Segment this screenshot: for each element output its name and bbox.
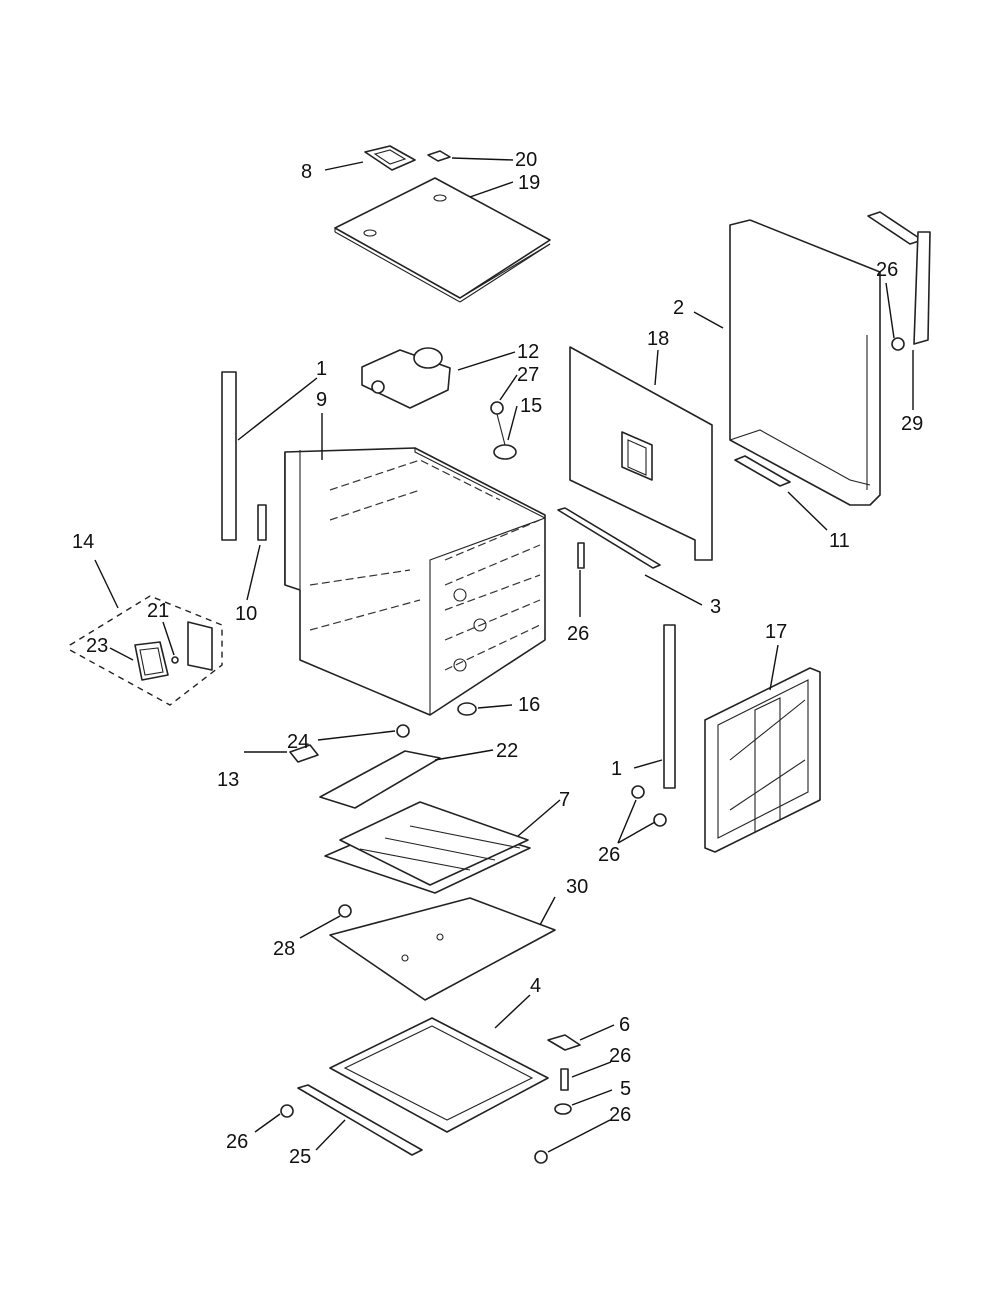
part-30-plate (329, 897, 556, 1001)
part-5-nut (554, 1103, 572, 1115)
callout-labels: 8 20 19 26 2 18 12 27 15 1 9 29 11 14 21… (72, 149, 923, 1168)
callout-21: 21 (147, 600, 169, 622)
leader-lines (94, 157, 914, 1153)
part-11-strip (734, 455, 791, 487)
callout-26: 26 (876, 259, 898, 281)
callout-28: 28 (273, 938, 295, 960)
callout-26: 26 (609, 1045, 631, 1067)
part-17-inner-door (704, 667, 821, 853)
part-10-strip (257, 504, 267, 541)
callout-2: 2 (673, 297, 684, 319)
callout-1: 1 (611, 758, 622, 780)
callout-24: 24 (287, 731, 309, 753)
part-8-bracket (364, 145, 416, 171)
part-3-rail (557, 507, 661, 569)
callout-25: 25 (289, 1146, 311, 1168)
callout-30: 30 (566, 876, 588, 898)
part-7-burner-tray (324, 801, 531, 894)
part-1-side-bracket-right (663, 624, 676, 789)
callout-19: 19 (518, 172, 540, 194)
part-15-fan-blade (493, 413, 517, 460)
callout-26: 26 (598, 844, 620, 866)
part-2-rear-shroud (729, 219, 881, 506)
part-4-frame (329, 1017, 549, 1133)
callout-14: 14 (72, 531, 94, 553)
part-25-rail (297, 1084, 423, 1156)
part-6-bracket (547, 1034, 581, 1051)
callout-22: 22 (496, 740, 518, 762)
part-14-kit (69, 595, 223, 706)
part-19-top-panel (334, 177, 551, 303)
part-29-side-trim (867, 211, 931, 345)
callout-9: 9 (316, 389, 327, 411)
callout-29: 29 (901, 413, 923, 435)
part-24-bolt (396, 724, 410, 738)
part-27-bolt (490, 401, 504, 415)
callout-20: 20 (515, 149, 537, 171)
callout-18: 18 (647, 328, 669, 350)
callout-15: 15 (520, 395, 542, 417)
part-12-fan-motor (361, 347, 451, 409)
callout-26: 26 (567, 623, 589, 645)
part-16-grommet (457, 702, 477, 716)
callout-12: 12 (517, 341, 539, 363)
part-1-side-bracket-left (221, 371, 237, 541)
callout-16: 16 (518, 694, 540, 716)
callout-5: 5 (620, 1078, 631, 1100)
part-20-clip (427, 150, 451, 162)
callout-17: 17 (765, 621, 787, 643)
callout-23: 23 (86, 635, 108, 657)
part-18-rear-panel (569, 346, 713, 561)
callout-4: 4 (530, 975, 541, 997)
callout-8: 8 (301, 161, 312, 183)
part-22-cover (319, 750, 441, 809)
callout-1: 1 (316, 358, 327, 380)
callout-13: 13 (217, 769, 239, 791)
callout-10: 10 (235, 603, 257, 625)
part-26-fasteners (280, 337, 905, 1164)
callout-3: 3 (710, 596, 721, 618)
part-28-screw (338, 904, 352, 918)
part-13-clip (289, 744, 319, 763)
callout-11: 11 (829, 530, 850, 552)
part-9-oven-cavity (284, 447, 546, 716)
callout-26: 26 (609, 1104, 631, 1126)
callout-26: 26 (226, 1131, 248, 1153)
callout-7: 7 (559, 789, 570, 811)
callout-27: 27 (517, 364, 539, 386)
callout-6: 6 (619, 1014, 630, 1036)
